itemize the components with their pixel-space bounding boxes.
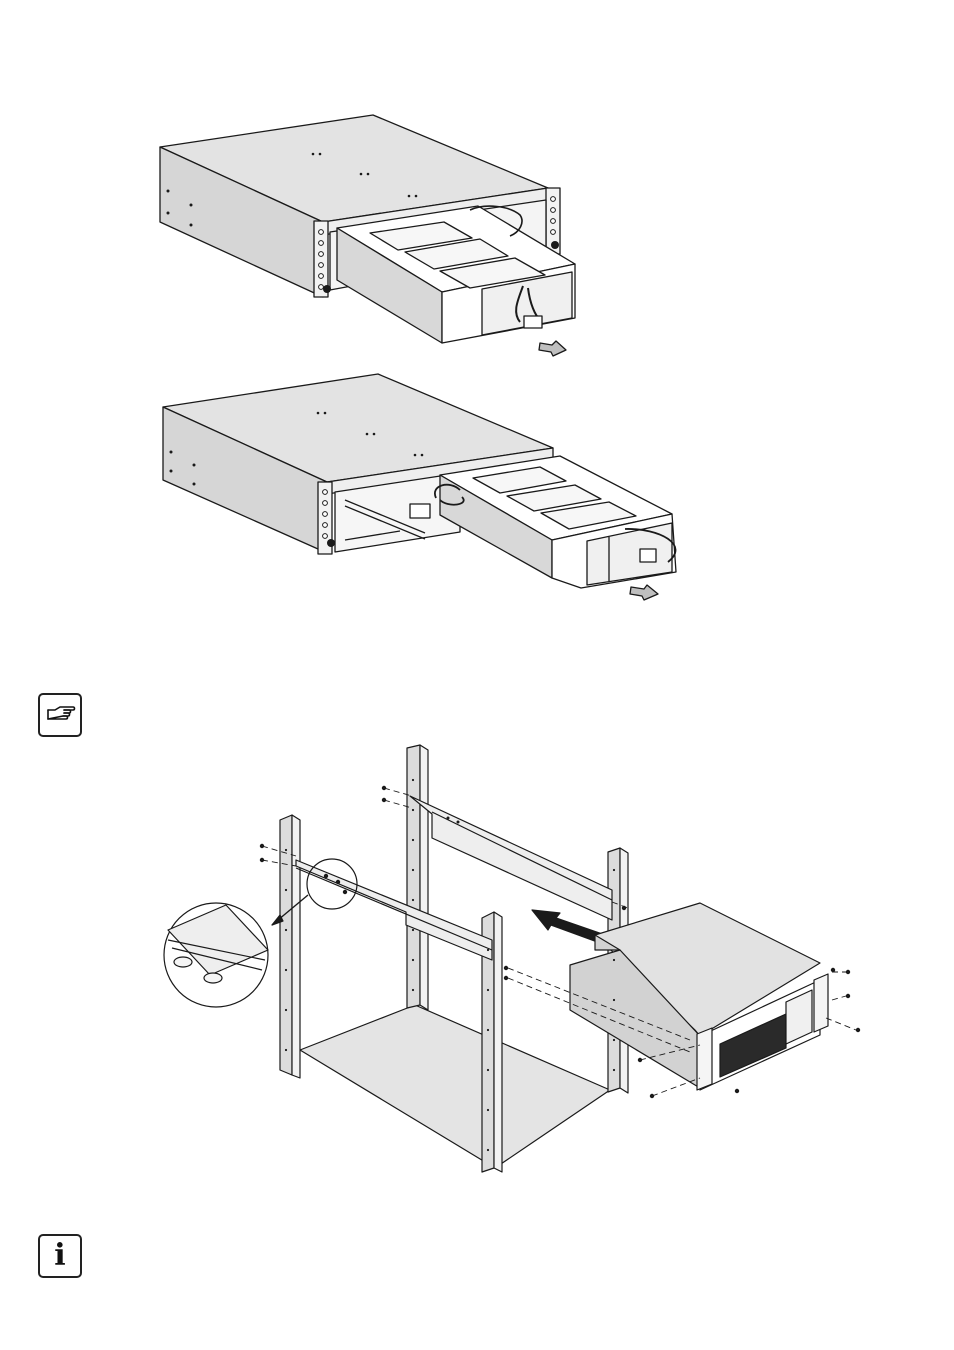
- info-glyph: i: [40, 1238, 80, 1274]
- info-icon: i: [38, 1234, 82, 1278]
